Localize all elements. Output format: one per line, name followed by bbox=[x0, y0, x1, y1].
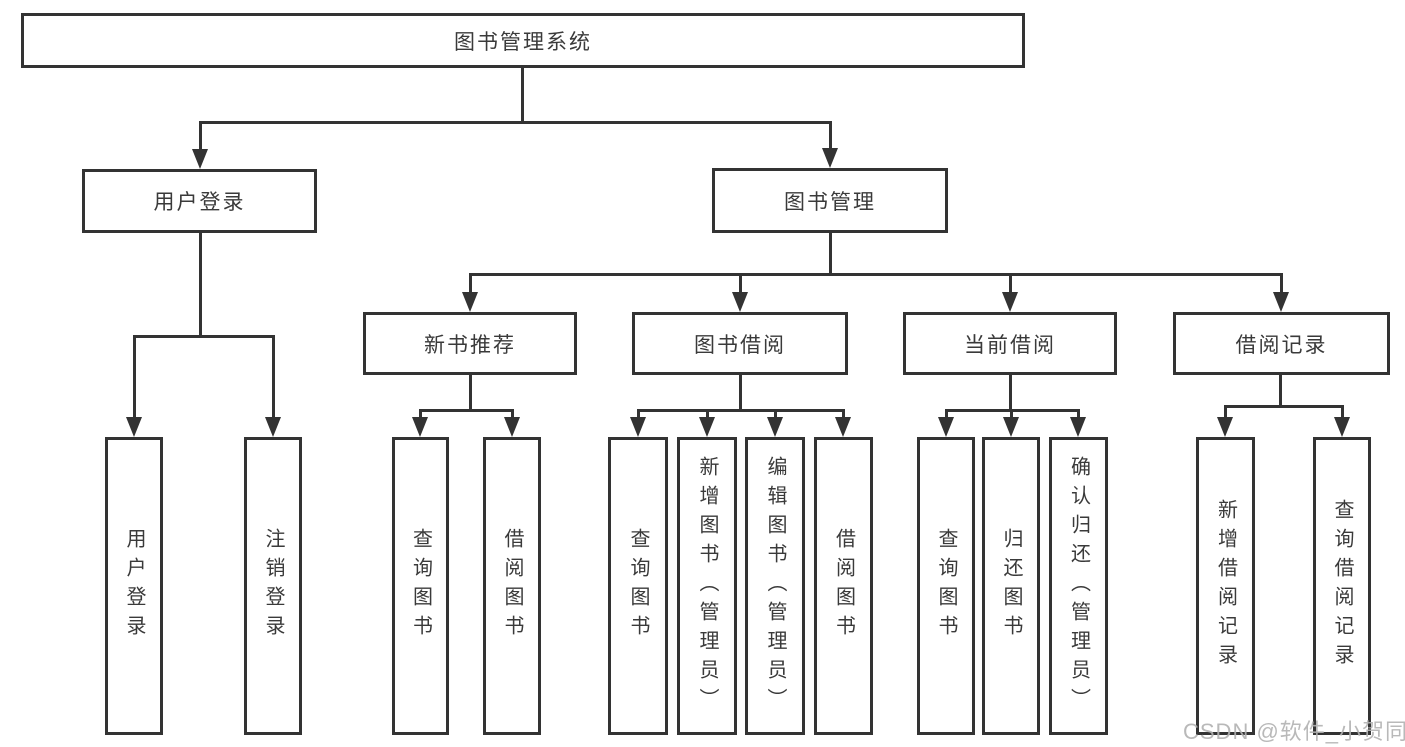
arrowhead-icon bbox=[835, 417, 851, 437]
connector-borrowing-bar bbox=[637, 409, 845, 412]
connector-book-management-drop bbox=[1009, 273, 1012, 294]
connector-root-stem bbox=[521, 68, 524, 124]
connector-borrowing-drop bbox=[774, 409, 777, 419]
arrowhead-icon bbox=[732, 292, 748, 312]
node-label: 用户登录 bbox=[123, 528, 145, 644]
node-label: 归还图书 bbox=[1000, 528, 1022, 644]
connector-new-book-bar bbox=[419, 409, 514, 412]
connector-borrowing-drop bbox=[706, 409, 709, 419]
connector-current-drop bbox=[1010, 409, 1013, 419]
arrowhead-icon bbox=[938, 417, 954, 437]
node-leaf-confirm-return-admin: 确认归还（管理员） bbox=[1049, 437, 1108, 735]
connector-root-bar bbox=[199, 121, 832, 124]
arrowhead-icon bbox=[822, 148, 838, 168]
node-leaf-user-login: 用户登录 bbox=[105, 437, 163, 735]
node-label: 查询借阅记录 bbox=[1331, 499, 1353, 673]
node-label: 查询图书 bbox=[935, 528, 957, 644]
connector-user-login-drop bbox=[272, 335, 275, 419]
node-label: 当前借阅 bbox=[964, 333, 1056, 357]
connector-new-book-drop bbox=[419, 409, 422, 419]
node-label: 确认归还（管理员） bbox=[1067, 455, 1090, 717]
node-leaf-borrow-books: 借阅图书 bbox=[483, 437, 541, 735]
connector-current-drop bbox=[945, 409, 948, 419]
node-label: 编辑图书（管理员） bbox=[764, 455, 786, 717]
connector-user-login-drop bbox=[133, 335, 136, 419]
node-leaf-query-borrow-record: 查询借阅记录 bbox=[1313, 437, 1371, 735]
node-label: 查询图书 bbox=[409, 528, 432, 644]
node-label: 图书管理 bbox=[784, 190, 876, 214]
connector-borrowing-stem bbox=[739, 375, 742, 411]
node-current-borrowing: 当前借阅 bbox=[903, 312, 1117, 375]
node-label: 新书推荐 bbox=[424, 333, 516, 357]
node-leaf-query-books: 查询图书 bbox=[392, 437, 449, 735]
node-leaf-add-books-admin: 新增图书（管理员） bbox=[677, 437, 737, 735]
node-leaf-query-books: 查询图书 bbox=[608, 437, 668, 735]
arrowhead-icon bbox=[1070, 417, 1086, 437]
arrowhead-icon bbox=[462, 292, 478, 312]
arrowhead-icon bbox=[630, 417, 646, 437]
connector-user-login-stem bbox=[199, 233, 202, 337]
node-label: 借阅图书 bbox=[501, 528, 523, 644]
node-leaf-return-books: 归还图书 bbox=[982, 437, 1040, 735]
connector-records-bar bbox=[1224, 405, 1344, 408]
connector-root-drop-left bbox=[199, 121, 202, 151]
arrowhead-icon bbox=[126, 417, 142, 437]
connector-new-book-drop bbox=[511, 409, 514, 419]
arrowhead-icon bbox=[767, 417, 783, 437]
node-leaf-logout: 注销登录 bbox=[244, 437, 302, 735]
node-label: 借阅记录 bbox=[1235, 333, 1328, 357]
connector-new-book-stem bbox=[469, 375, 472, 411]
arrowhead-icon bbox=[504, 417, 520, 437]
connector-book-management-drop bbox=[739, 273, 742, 294]
node-book-borrowing: 图书借阅 bbox=[632, 312, 848, 375]
node-user-login: 用户登录 bbox=[82, 169, 317, 233]
connector-records-drop bbox=[1341, 405, 1344, 419]
watermark-text: CSDN @软件_小贺同学 bbox=[1183, 719, 1405, 744]
arrowhead-icon bbox=[1217, 417, 1233, 437]
node-label: 注销登录 bbox=[262, 528, 284, 644]
arrowhead-icon bbox=[1003, 417, 1019, 437]
arrowhead-icon bbox=[192, 149, 208, 169]
node-leaf-add-borrow-record: 新增借阅记录 bbox=[1196, 437, 1255, 735]
arrowhead-icon bbox=[265, 417, 281, 437]
connector-current-drop bbox=[1077, 409, 1080, 419]
node-label: 图书管理系统 bbox=[454, 30, 592, 54]
node-leaf-query-books: 查询图书 bbox=[917, 437, 975, 735]
node-borrowing-records: 借阅记录 bbox=[1173, 312, 1390, 375]
connector-root-drop-right bbox=[829, 121, 832, 150]
node-new-book-recommend: 新书推荐 bbox=[363, 312, 577, 375]
node-label: 借阅图书 bbox=[832, 528, 855, 644]
arrowhead-icon bbox=[1273, 292, 1289, 312]
node-label: 图书借阅 bbox=[694, 333, 786, 357]
node-label: 新增借阅记录 bbox=[1214, 499, 1237, 673]
node-label: 查询图书 bbox=[627, 528, 649, 644]
node-label: 用户登录 bbox=[153, 191, 246, 214]
arrowhead-icon bbox=[412, 417, 428, 437]
connector-book-management-stem bbox=[829, 233, 832, 275]
connector-book-management-bar bbox=[469, 273, 1283, 276]
node-label: 新增图书（管理员） bbox=[696, 455, 718, 717]
arrowhead-icon bbox=[1002, 292, 1018, 312]
arrowhead-icon bbox=[699, 417, 715, 437]
connector-borrowing-drop bbox=[842, 409, 845, 419]
node-library-management-system: 图书管理系统 bbox=[21, 13, 1025, 68]
node-leaf-borrow-books: 借阅图书 bbox=[814, 437, 873, 735]
node-book-management: 图书管理 bbox=[712, 168, 948, 233]
connector-current-stem bbox=[1009, 375, 1012, 411]
arrowhead-icon bbox=[1334, 417, 1350, 437]
connector-book-management-drop bbox=[1280, 273, 1283, 294]
connector-user-login-bar bbox=[133, 335, 275, 338]
connector-borrowing-drop bbox=[637, 409, 640, 419]
node-leaf-edit-books-admin: 编辑图书（管理员） bbox=[745, 437, 805, 735]
connector-book-management-drop bbox=[469, 273, 472, 294]
connector-records-stem bbox=[1279, 375, 1282, 407]
connector-records-drop bbox=[1224, 405, 1227, 419]
